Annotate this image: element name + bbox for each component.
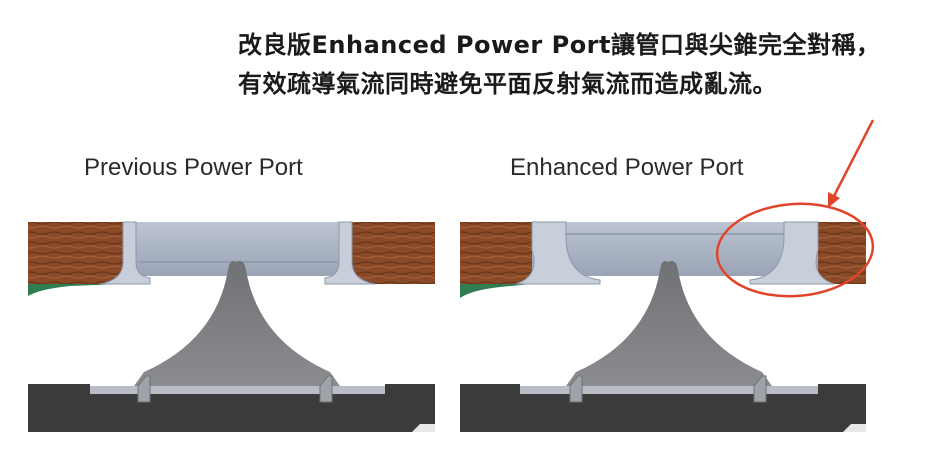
port-flare-left xyxy=(515,221,601,285)
wood-panel-left xyxy=(28,222,123,284)
previous-port-cross-section xyxy=(28,221,435,432)
wood-panel-left xyxy=(460,222,532,284)
foam-edge xyxy=(460,284,532,298)
enhanced-port-title: Enhanced Power Port xyxy=(510,154,744,181)
base-plate xyxy=(28,384,435,432)
previous-port-title: Previous Power Port xyxy=(84,154,303,181)
highlight-circle xyxy=(715,202,875,298)
annotation-arrow xyxy=(828,119,875,208)
wood-panel-right xyxy=(352,222,435,284)
port-flare-right xyxy=(749,221,835,285)
enhanced-port-cross-section xyxy=(460,221,866,432)
port-flange-right xyxy=(324,221,376,285)
foam-edge xyxy=(28,284,123,296)
cone xyxy=(134,261,340,386)
cone xyxy=(566,261,772,386)
port-flange-left xyxy=(99,221,151,285)
caption-line-2: 有效疏導氣流同時避免平面反射氣流而造成亂流。 xyxy=(238,70,777,98)
caption-line-1: 改良版Enhanced Power Port讓管口與尖錐完全對稱， xyxy=(238,31,881,59)
